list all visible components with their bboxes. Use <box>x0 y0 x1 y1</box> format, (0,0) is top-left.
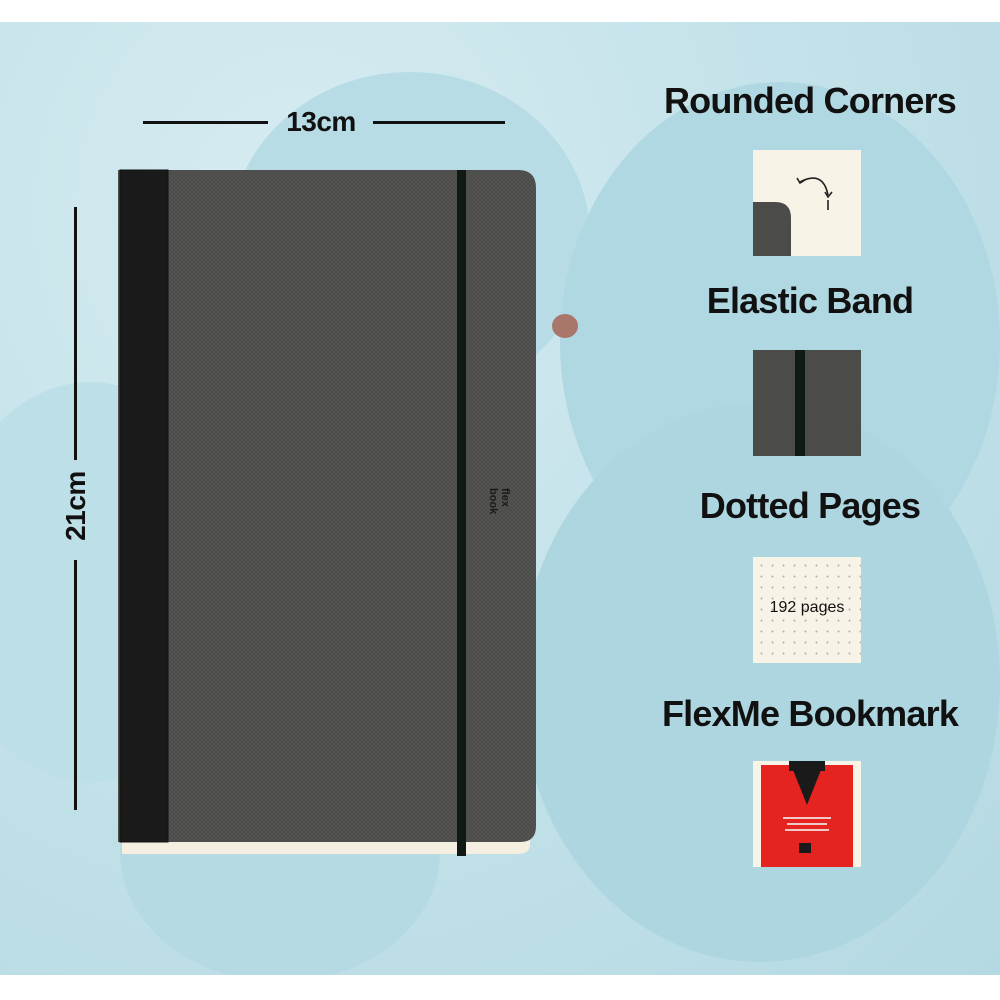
background-eye <box>552 314 578 338</box>
page-count-caption: 192 pages <box>769 599 845 616</box>
background-shape <box>520 402 1000 962</box>
notebook: flex book <box>118 169 536 856</box>
width-dimension-line-right <box>373 121 505 124</box>
width-label: 13cm <box>286 106 356 137</box>
bookmark-icon <box>753 761 861 867</box>
dotted-page-icon: 192 pages <box>753 557 861 663</box>
rounded-corner-icon <box>753 150 861 256</box>
height-dimension-line-bottom <box>74 560 77 810</box>
width-dimension-line-left <box>143 121 268 124</box>
flexbook-logo: book <box>487 488 499 515</box>
elastic-band-icon <box>753 350 861 456</box>
height-label: 21cm <box>60 471 91 541</box>
flexbook-logo: flex <box>499 488 511 508</box>
feature-title-dotted-pages: Dotted Pages <box>699 485 921 526</box>
elastic-band <box>457 170 466 856</box>
cover <box>118 170 536 842</box>
feature-title-flexme-bookmark: FlexMe Bookmark <box>661 693 959 734</box>
feature-title-elastic-band: Elastic Band <box>706 280 914 321</box>
height-dimension-line-top <box>74 207 77 460</box>
spine <box>120 170 168 842</box>
feature-title-rounded-corners: Rounded Corners <box>663 80 957 121</box>
